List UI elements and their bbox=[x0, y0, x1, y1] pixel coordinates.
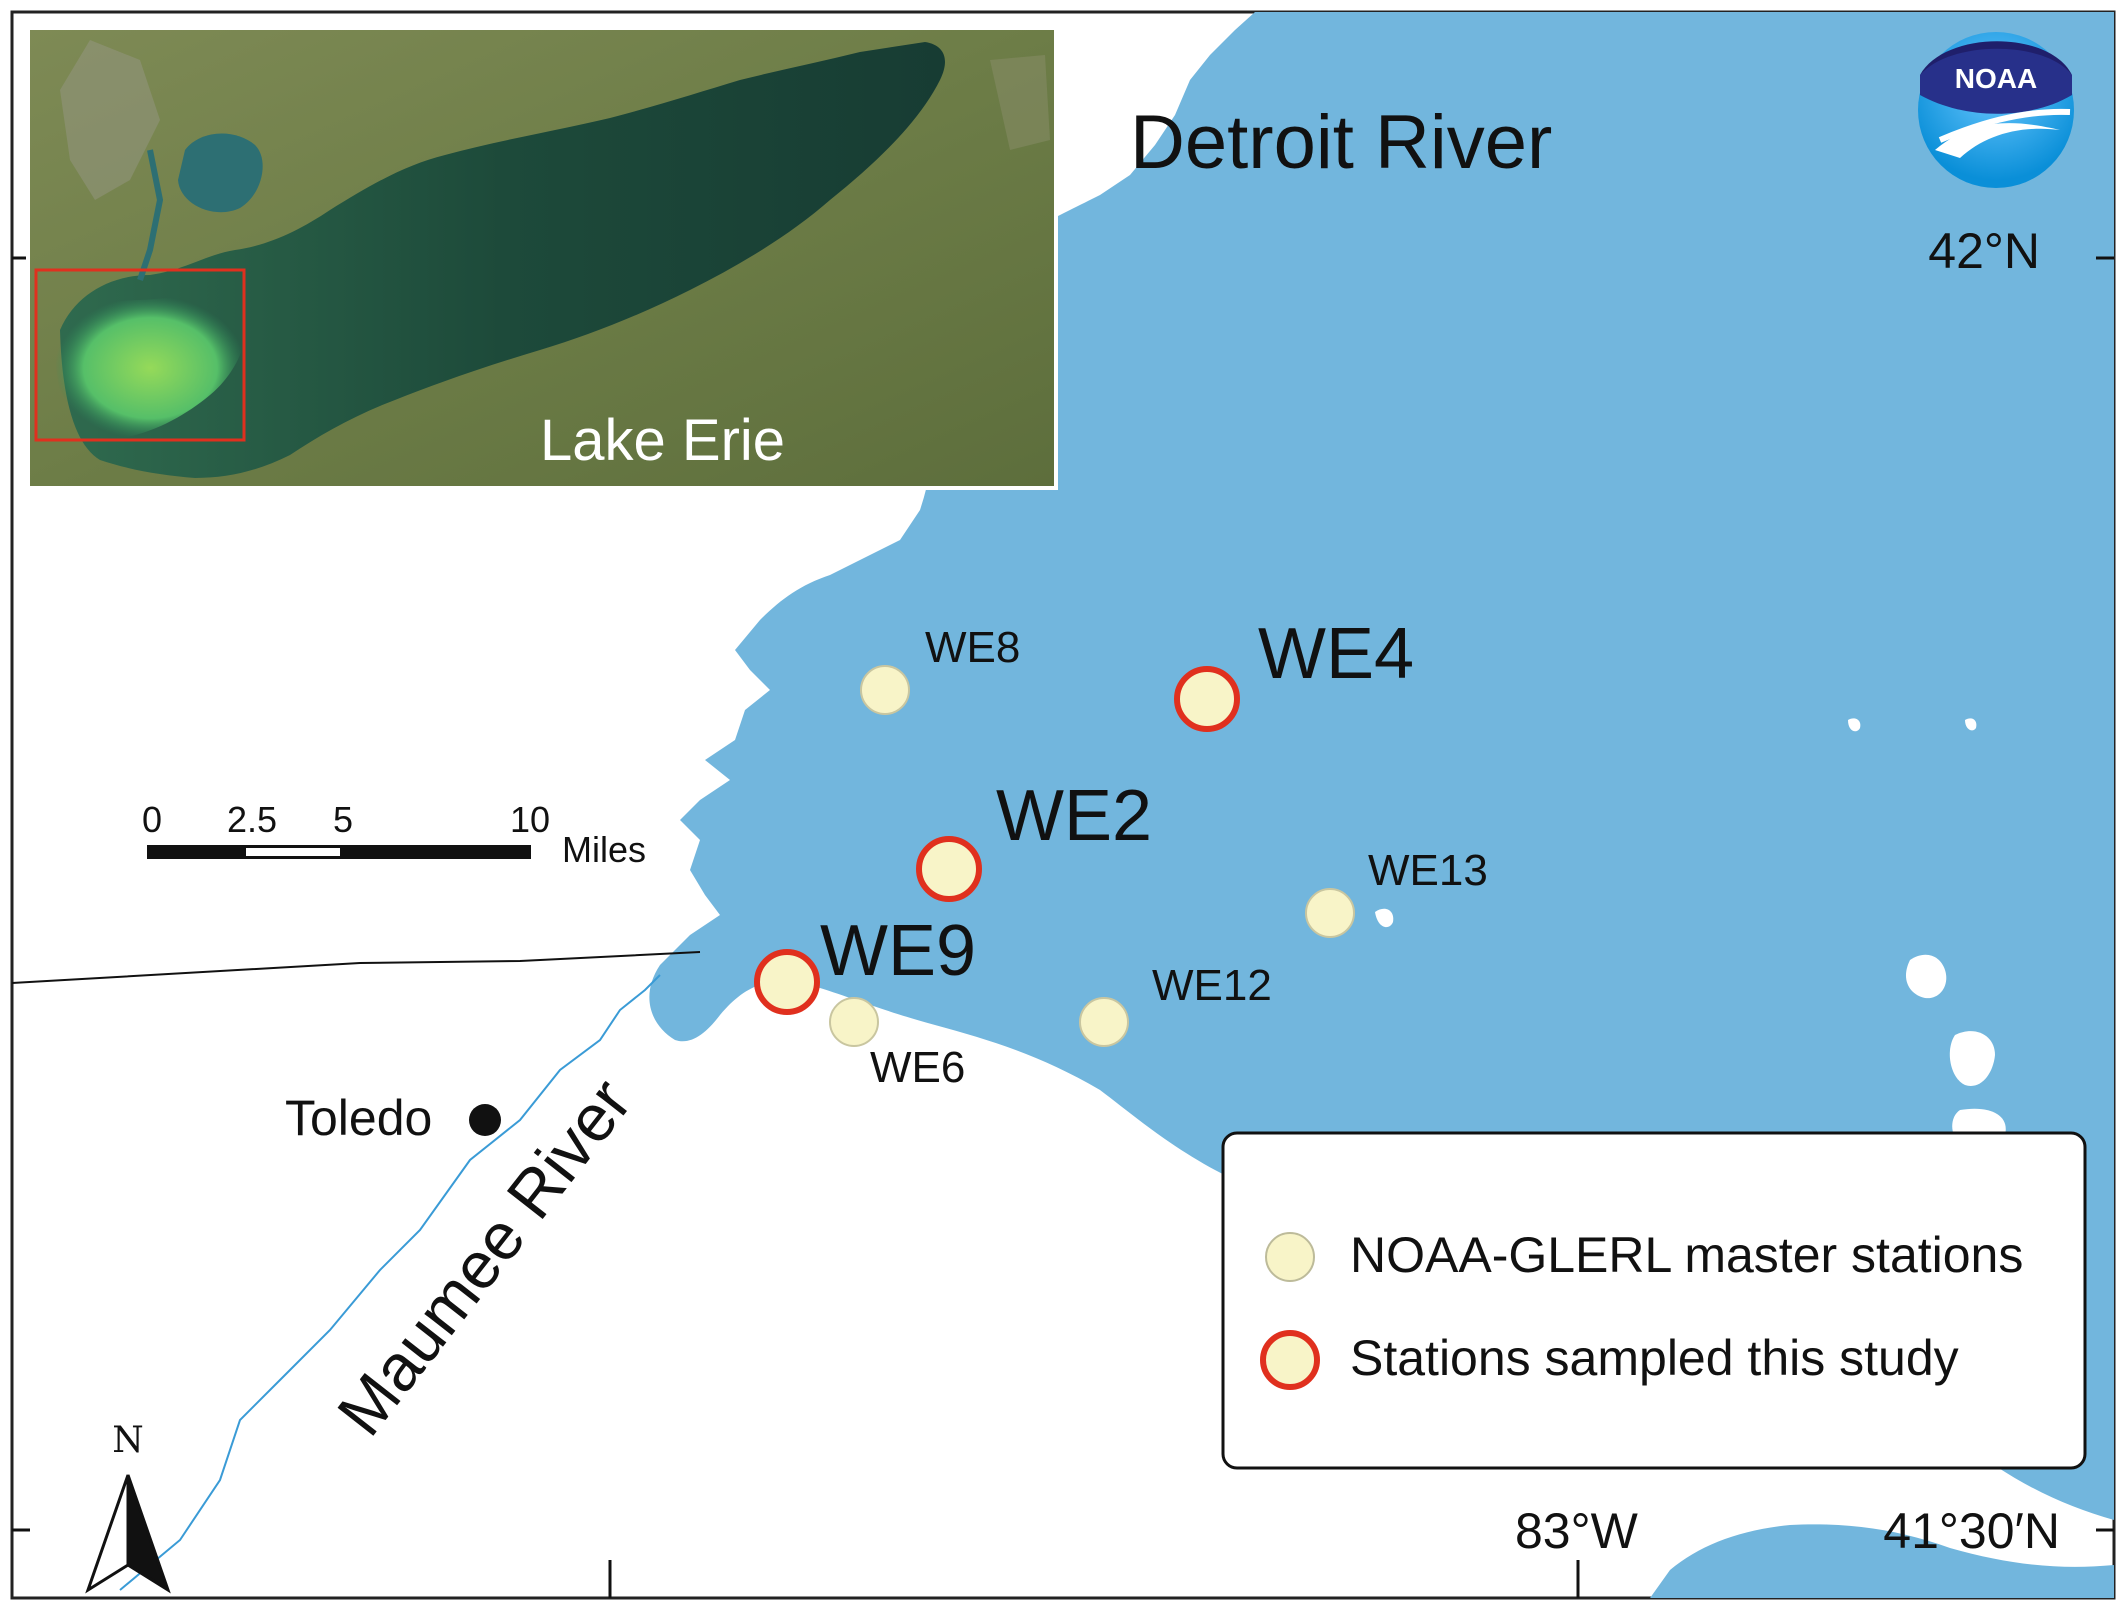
inset-lake-erie bbox=[60, 42, 945, 478]
noaa-logo-text: NOAA bbox=[1955, 63, 2037, 94]
scale-tick-10: 10 bbox=[510, 799, 550, 840]
toledo-marker bbox=[469, 1104, 501, 1136]
legend: NOAA-GLERL master stations Stations samp… bbox=[1221, 1131, 2087, 1470]
scale-tick-5: 5 bbox=[333, 799, 353, 840]
inset-study-area-box bbox=[34, 268, 246, 442]
maumee-river-line bbox=[119, 974, 661, 1591]
noaa-logo: NOAA bbox=[1918, 32, 2074, 188]
station-label-we12: WE12 bbox=[1152, 961, 1272, 1010]
station-label-we6: WE6 bbox=[870, 1043, 965, 1092]
inset-lake-erie-label: Lake Erie bbox=[540, 408, 785, 473]
detroit-river-label: Detroit River bbox=[1130, 100, 1552, 185]
legend-box bbox=[1221, 1131, 2087, 1470]
legend-sampled-label: Stations sampled this study bbox=[1350, 1330, 1959, 1386]
station-label-we13: WE13 bbox=[1368, 846, 1488, 895]
station-label-we9: WE9 bbox=[820, 911, 976, 991]
legend-master-label: NOAA-GLERL master stations bbox=[1350, 1227, 2023, 1283]
state-boundary-line bbox=[11, 951, 701, 984]
station-marker-we8 bbox=[860, 665, 910, 715]
legend-master-symbol bbox=[1265, 1232, 1315, 1282]
scale-tick-2-5: 2.5 bbox=[227, 799, 277, 840]
station-label-we8: WE8 bbox=[925, 623, 1020, 672]
inset-lake-st-clair bbox=[178, 133, 263, 213]
north-label: N bbox=[112, 1420, 144, 1461]
lon-label-83: 83°W bbox=[1515, 1503, 1639, 1559]
inset-algal-bloom bbox=[55, 296, 246, 440]
island-north-bass bbox=[1905, 954, 1947, 999]
legend-sampled-symbol bbox=[1260, 1330, 1320, 1390]
island-small-a bbox=[1375, 908, 1394, 928]
scale-tick-0: 0 bbox=[142, 799, 162, 840]
station-marker-we12 bbox=[1079, 997, 1129, 1047]
station-label-we4: WE4 bbox=[1258, 614, 1414, 694]
north-arrow: N bbox=[85, 1420, 171, 1594]
island-middle-bass bbox=[1949, 1031, 1995, 1086]
toledo-label: Toledo bbox=[285, 1090, 432, 1146]
scale-unit: Miles bbox=[562, 829, 646, 870]
station-marker-we13 bbox=[1305, 888, 1355, 938]
island-small-c bbox=[1965, 718, 1977, 731]
station-label-we2: WE2 bbox=[996, 776, 1152, 856]
lake-erie-south-lobe bbox=[1650, 1524, 2114, 1598]
station-marker-we9 bbox=[754, 949, 820, 1015]
lat-label-4130: 41°30′N bbox=[1883, 1503, 2060, 1559]
lat-label-42: 42°N bbox=[1928, 223, 2040, 279]
inset-map: Lake Erie bbox=[26, 26, 1058, 490]
station-marker-we6 bbox=[829, 997, 879, 1047]
station-marker-we2 bbox=[916, 836, 982, 902]
scale-bar: 0 2.5 5 10 Miles bbox=[142, 799, 646, 870]
station-marker-we4 bbox=[1174, 666, 1240, 732]
island-small-b bbox=[1848, 718, 1861, 732]
